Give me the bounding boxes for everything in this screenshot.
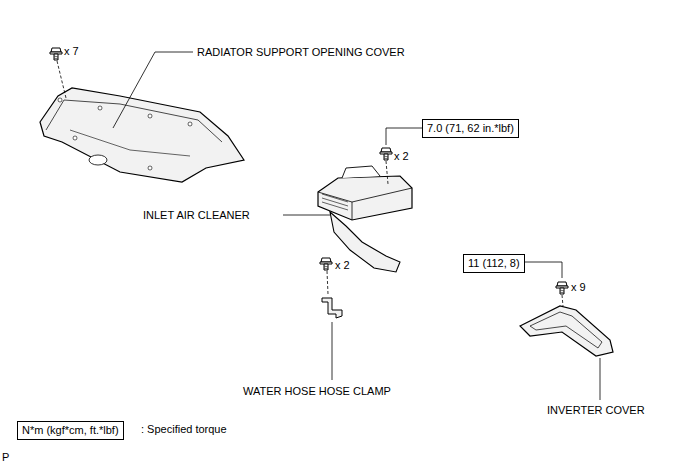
part-name: INLET AIR CLEANER (143, 209, 250, 222)
torque-value: 7.0 (71, 62 in.*lbf) (427, 122, 514, 134)
leader-line (113, 52, 193, 128)
air-cleaner-drawing (318, 166, 412, 272)
clamp-drawing (322, 298, 342, 318)
legend-text: : Specified torque (141, 423, 227, 436)
install-line (327, 271, 328, 294)
torque-value: N*m (kgf*cm, ft.*lbf) (22, 424, 119, 436)
leader-line (283, 215, 330, 216)
quantity-label: x 2 (394, 150, 409, 163)
torque-value: 11 (112, 8) (468, 257, 520, 269)
torque-box: 11 (112, 8) (463, 254, 525, 273)
leader-line (332, 322, 333, 380)
leader-line (600, 358, 601, 400)
figure-code: P (2, 451, 9, 463)
install-line (57, 61, 66, 98)
part-name: RADIATOR SUPPORT OPENING COVER (197, 46, 405, 59)
part-name: WATER HOSE HOSE CLAMP (243, 385, 391, 398)
bolt-icon (380, 148, 392, 160)
install-line (562, 295, 563, 306)
inverter-cover-drawing (520, 306, 613, 356)
torque-box: 7.0 (71, 62 in.*lbf) (422, 119, 519, 138)
bolt-icon (556, 282, 568, 294)
install-line (386, 161, 388, 184)
part-name: INVERTER COVER (547, 404, 645, 417)
legend-box: N*m (kgf*cm, ft.*lbf) (17, 421, 124, 440)
quantity-label: x 7 (64, 45, 79, 58)
leader-line (525, 262, 562, 278)
bolt-icon (320, 258, 332, 270)
radiator-cover-drawing (40, 88, 244, 182)
leader-line (386, 128, 422, 145)
quantity-label: x 2 (335, 259, 350, 272)
bolt-icon (50, 48, 62, 60)
quantity-label: x 9 (571, 281, 586, 294)
